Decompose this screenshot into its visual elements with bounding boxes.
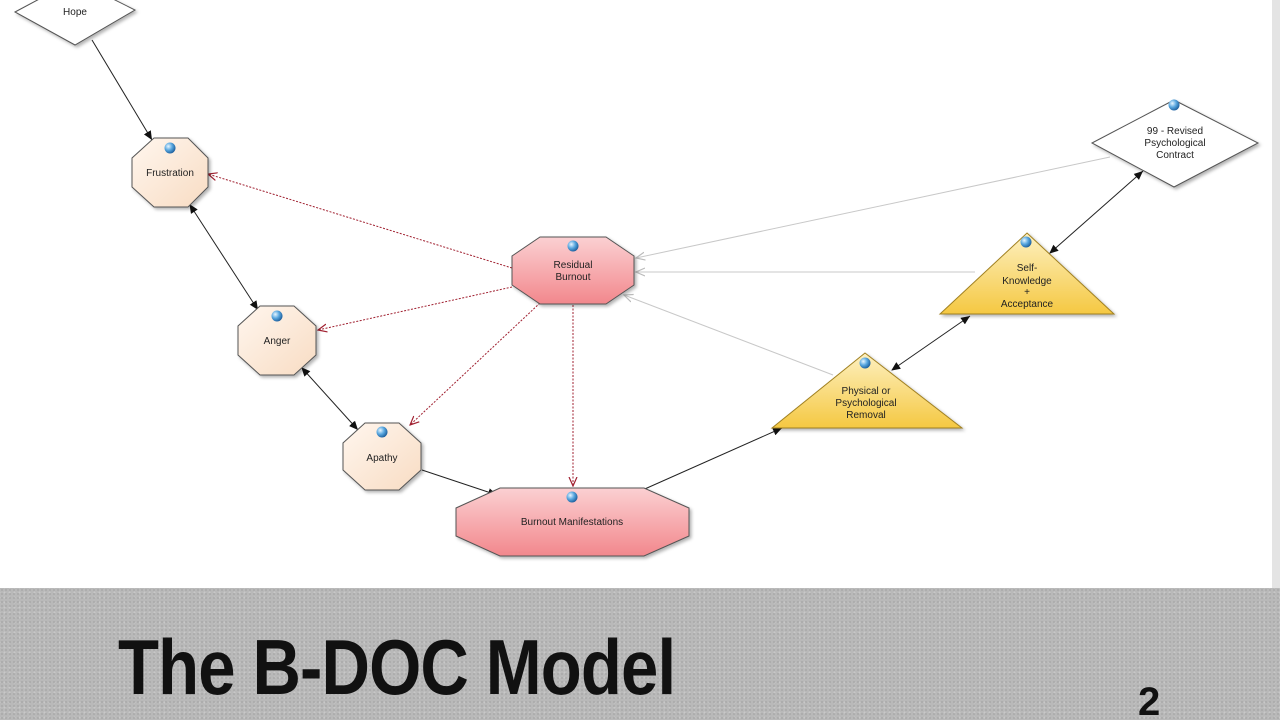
link-residual-to-frustration: [208, 174, 513, 269]
link-residual-to-apathy: [410, 302, 541, 425]
node-burnout-manifestations[interactable]: Burnout Manifestations: [455, 487, 690, 557]
node-removal-label-2: Psychological: [835, 398, 896, 409]
red-links: [208, 174, 573, 486]
node-contract-label-1: 99 - Revised: [1147, 126, 1203, 137]
node-revised-contract[interactable]: 99 - Revised Psychological Contract: [1090, 99, 1260, 188]
link-removal-to-residual: [624, 295, 834, 376]
link-hope-to-frustration: [91, 39, 153, 141]
link-manifestations-to-removal: [637, 427, 783, 493]
link-apathy-to-manifestations: [421, 469, 498, 496]
info-ball-icon: [566, 491, 578, 503]
link-frustration-anger: [189, 204, 259, 311]
node-removal-label-3: Removal: [846, 410, 885, 421]
node-apathy[interactable]: Apathy: [342, 422, 422, 491]
diagram-canvas: Hope Frustration Anger Apathy Residual B…: [13, 0, 1260, 557]
link-residual-to-anger: [318, 286, 513, 330]
slide-title: The B-DOC Model: [118, 623, 676, 711]
node-anger-label: Anger: [264, 336, 291, 347]
node-manifestations-label: Burnout Manifestations: [521, 517, 623, 528]
slide-edge: [1272, 0, 1280, 588]
info-ball-icon: [164, 142, 176, 154]
node-self-label-4: Acceptance: [1001, 299, 1054, 310]
info-ball-icon: [1168, 99, 1180, 111]
node-apathy-label: Apathy: [366, 453, 397, 464]
node-hope-label: Hope: [63, 7, 87, 18]
link-selfknowledge-contract: [1049, 170, 1144, 254]
link-removal-selfknowledge: [891, 315, 971, 371]
link-contract-to-residual: [636, 156, 1111, 258]
info-ball-icon: [376, 426, 388, 438]
diagram-svg: Hope Frustration Anger Apathy Residual B…: [13, 0, 1260, 557]
node-anger[interactable]: Anger: [237, 305, 317, 376]
node-frustration-label: Frustration: [146, 168, 194, 179]
page-number: 2: [1138, 680, 1161, 724]
info-ball-icon: [567, 240, 579, 252]
info-ball-icon: [1020, 236, 1032, 248]
node-self-knowledge[interactable]: Self- Knowledge + Acceptance: [938, 232, 1116, 315]
node-residual-label-2: Burnout: [555, 272, 590, 283]
node-contract-label-2: Psychological: [1144, 138, 1205, 149]
slide-footer: [0, 588, 1280, 720]
gray-links: [624, 156, 1111, 376]
node-self-label-3: +: [1024, 287, 1030, 298]
node-contract-label-3: Contract: [1156, 150, 1194, 161]
black-links: [91, 39, 1144, 496]
node-frustration[interactable]: Frustration: [131, 137, 209, 208]
node-residual-label-1: Residual: [554, 260, 593, 271]
info-ball-icon: [271, 310, 283, 322]
node-physical-removal[interactable]: Physical or Psychological Removal: [770, 352, 964, 429]
node-hope[interactable]: Hope: [13, 0, 137, 46]
node-residual-burnout[interactable]: Residual Burnout: [511, 236, 635, 305]
link-anger-apathy: [301, 367, 359, 431]
node-removal-label-1: Physical or: [842, 386, 892, 397]
info-ball-icon: [859, 357, 871, 369]
node-self-label-2: Knowledge: [1002, 276, 1052, 287]
node-self-label-1: Self-: [1017, 263, 1038, 274]
